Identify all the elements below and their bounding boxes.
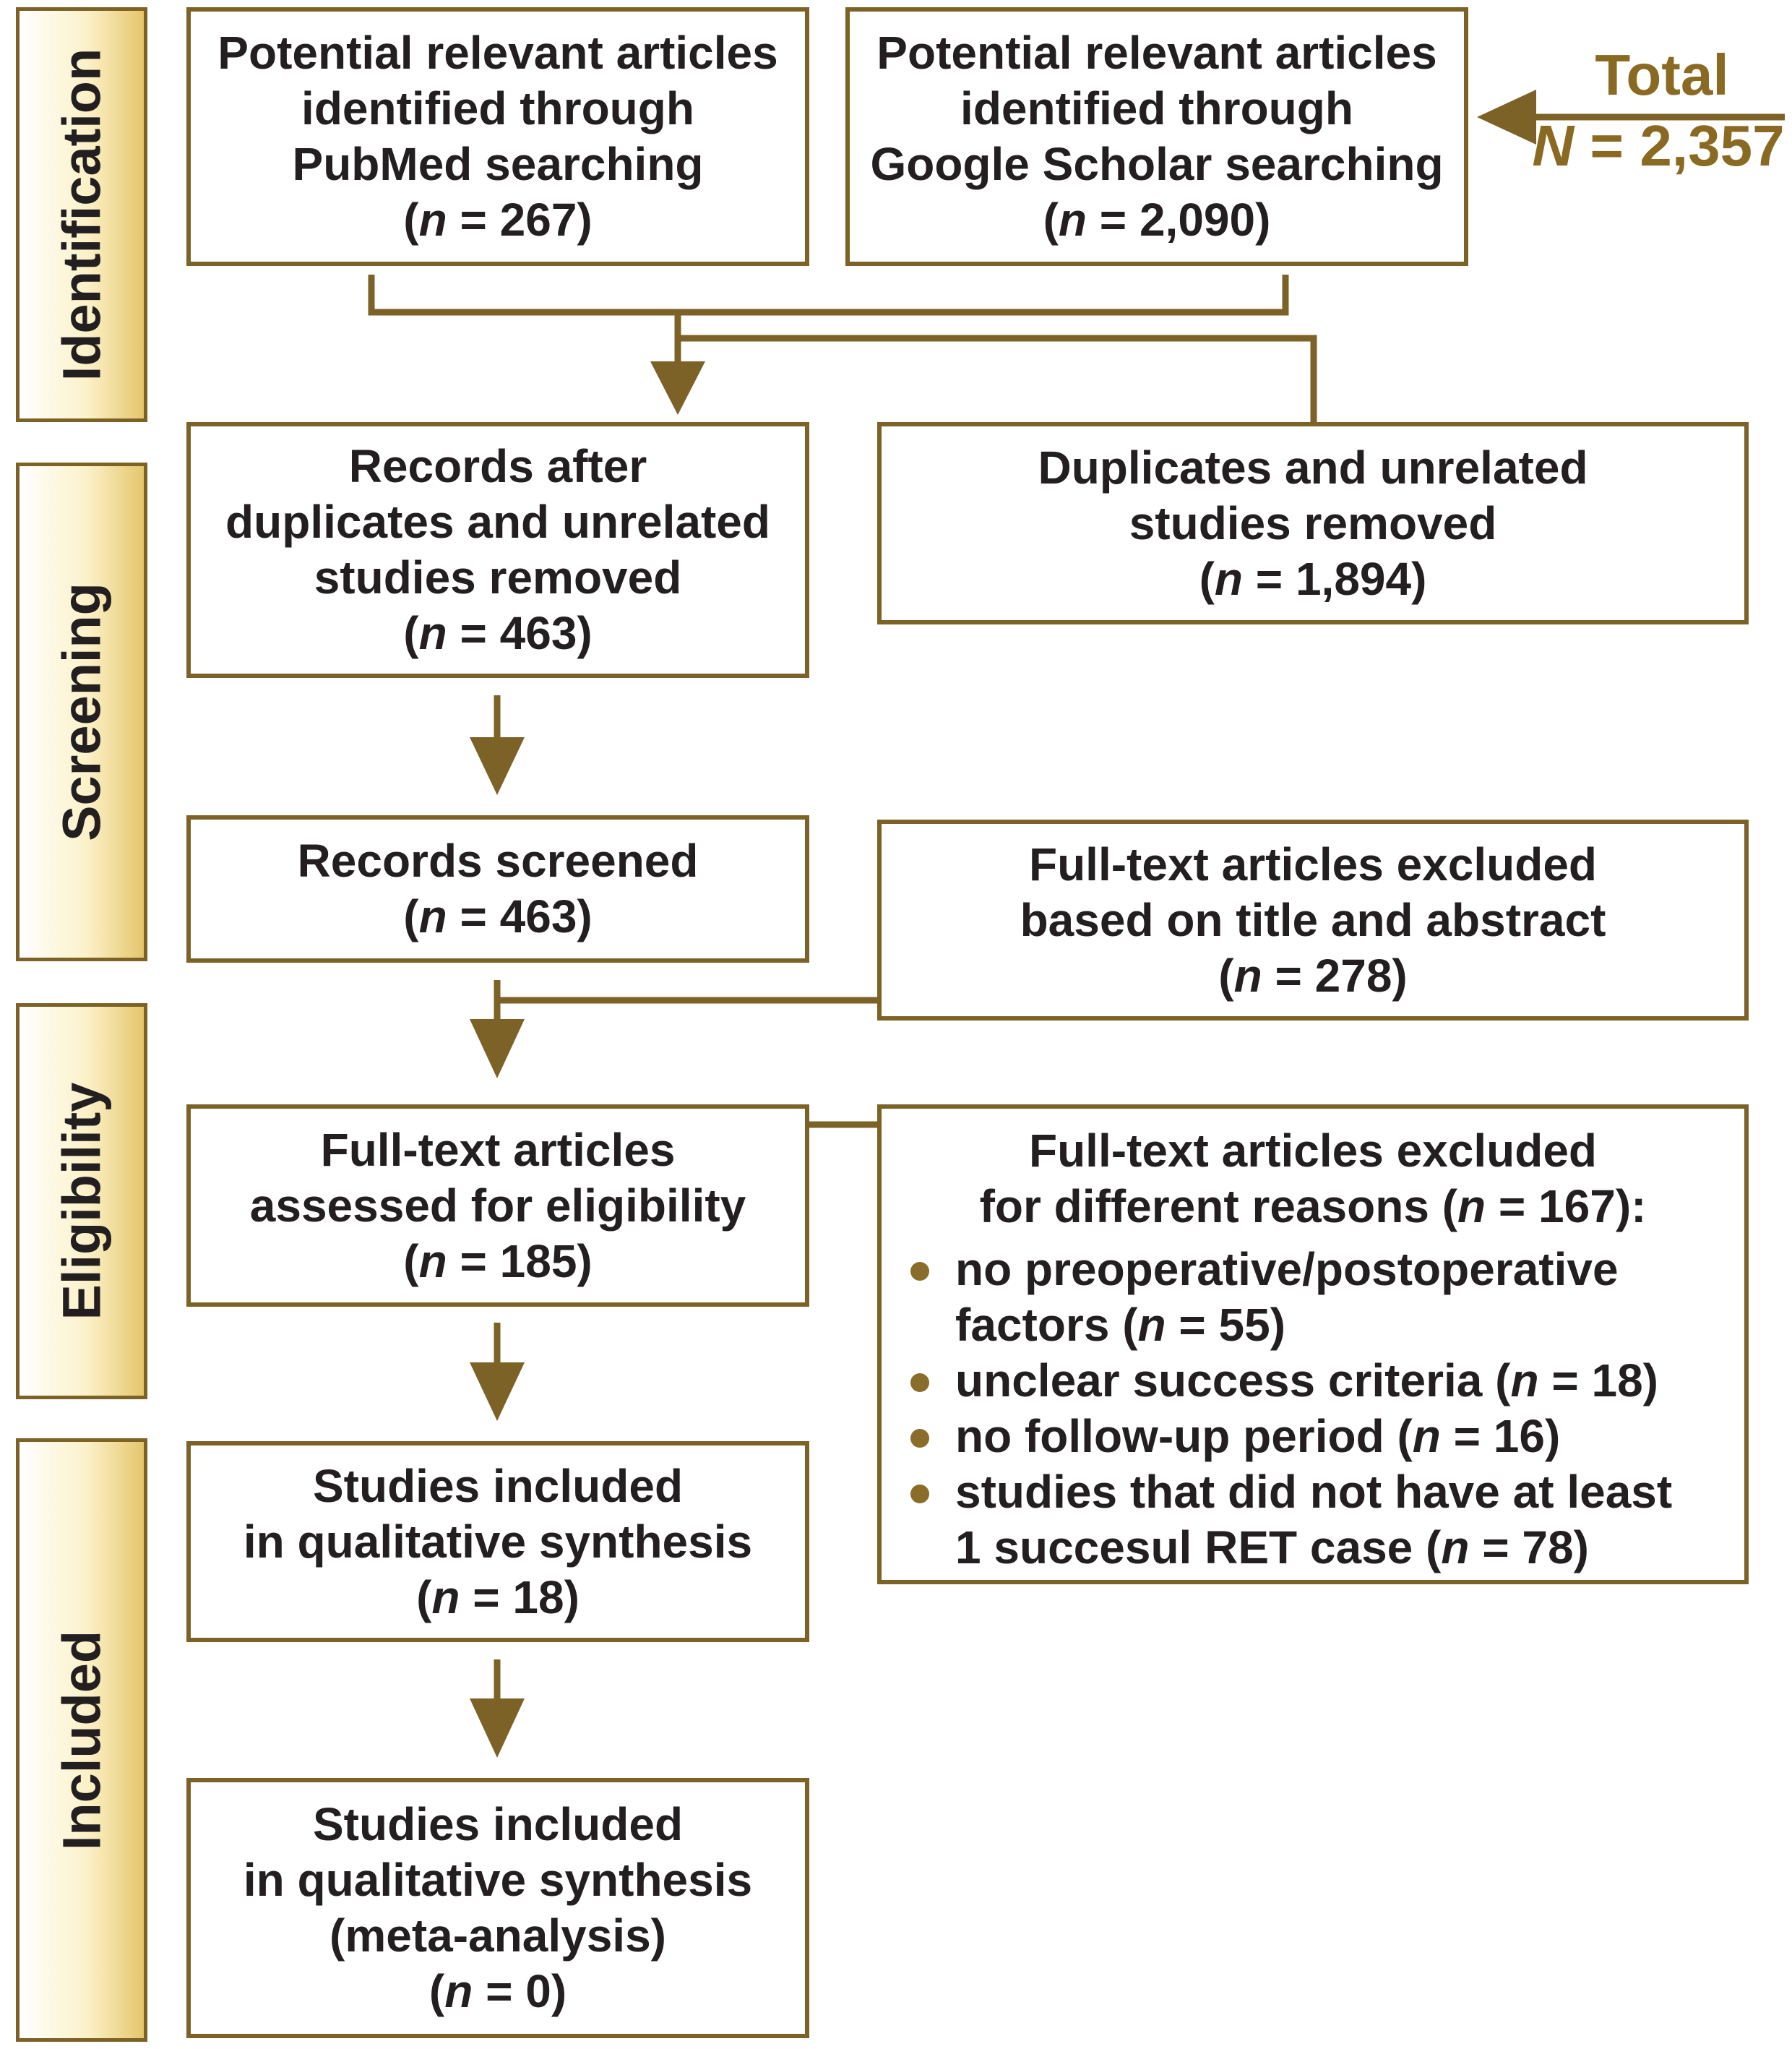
duplicates-removed-box: Duplicates and unrelated studies removed… — [877, 422, 1749, 624]
box-count: (n = 1,894) — [1199, 552, 1427, 605]
box-line: Full-text articles — [320, 1123, 676, 1176]
box-line: Records screened — [297, 835, 699, 887]
arrowhead-meta — [470, 1698, 525, 1758]
branch-to-duplicates-line — [678, 335, 1317, 422]
assessed-eligibility-box: Full-text articles assessed for eligibil… — [186, 1104, 809, 1307]
merge-line — [368, 275, 1289, 316]
meta-analysis-box: Studies included in qualitative synthesi… — [186, 1778, 809, 2038]
box-line: Full-text articles excluded — [1028, 838, 1598, 890]
box-line: studies removed — [1129, 497, 1497, 549]
bullet-icon — [910, 1485, 929, 1503]
arrowhead-assessed — [470, 1019, 525, 1078]
list-item: unclear success criteria (n = 18) — [910, 1353, 1744, 1409]
arrowhead-screened — [470, 737, 525, 795]
box-line: Duplicates and unrelated — [1038, 441, 1588, 494]
stage-screening-label: Screening — [51, 583, 112, 841]
box-count: (n = 463) — [403, 890, 593, 942]
stage-included: Included — [16, 1438, 147, 2042]
arrowhead-qualitative — [470, 1362, 525, 1421]
box-line: PubMed searching — [292, 138, 704, 190]
box-line: Studies included — [312, 1459, 684, 1512]
box-line: Records after — [348, 440, 647, 492]
stage-eligibility-label: Eligibility — [51, 1082, 112, 1320]
records-screened-box: Records screened (n = 463) — [186, 815, 809, 963]
arrowhead-merge — [650, 361, 705, 415]
box-count: (n = 18) — [416, 1571, 580, 1623]
box-line: Full-text articles excluded — [1028, 1125, 1598, 1177]
box-line: in qualitative synthesis — [243, 1515, 753, 1568]
arrowhead-total — [1477, 90, 1536, 145]
stage-included-label: Included — [51, 1630, 112, 1850]
box-line: for different reasons (n = 167): — [979, 1180, 1647, 1232]
google-scholar-search-box: Potential relevant articles identified t… — [845, 7, 1468, 266]
excluded-reasons-box: Full-text articles excluded for differen… — [877, 1104, 1749, 1584]
total-label: Total — [1595, 43, 1729, 107]
box-count: (n = 0) — [428, 1965, 567, 2017]
bullet-icon — [910, 1429, 929, 1448]
bullet-icon — [910, 1262, 929, 1281]
box-line: identified through — [301, 82, 694, 134]
stage-screening: Screening — [16, 463, 147, 961]
records-after-duplicates-box: Records after duplicates and unrelated s… — [186, 422, 809, 678]
box-line: (meta-analysis) — [329, 1910, 666, 1962]
excluded-title-abstract-box: Full-text articles excluded based on tit… — [877, 820, 1749, 1021]
box-line: Potential relevant articles — [876, 27, 1437, 79]
box-count: (n = 185) — [403, 1234, 593, 1287]
box-line: Studies included — [312, 1798, 684, 1850]
pubmed-search-box: Potential relevant articles identified t… — [186, 7, 809, 266]
box-count: (n = 267) — [403, 194, 593, 246]
box-line: studies removed — [314, 551, 682, 603]
box-count: (n = 278) — [1218, 949, 1408, 1002]
box-line: Potential relevant articles — [217, 27, 778, 79]
box-line: identified through — [960, 82, 1353, 134]
list-item: no follow-up period (n = 16) — [910, 1409, 1744, 1464]
box-line: based on title and abstract — [1020, 893, 1606, 946]
box-line: in qualitative synthesis — [243, 1854, 753, 1906]
stage-identification: Identification — [16, 7, 147, 422]
stage-identification-label: Identification — [51, 48, 112, 382]
bullet-icon — [910, 1373, 929, 1392]
box-line: Google Scholar searching — [870, 138, 1444, 190]
box-count: (n = 463) — [403, 607, 593, 659]
qualitative-synthesis-box: Studies included in qualitative synthesi… — [186, 1441, 809, 1642]
total-value: N = 2,357 — [1532, 113, 1785, 178]
box-count: (n = 2,090) — [1043, 194, 1271, 246]
box-line: duplicates and unrelated — [225, 496, 770, 548]
total-count: Total N = 2,357 — [1532, 40, 1792, 182]
stage-eligibility: Eligibility — [16, 1003, 147, 1399]
box-line: assessed for eligibility — [249, 1179, 746, 1232]
